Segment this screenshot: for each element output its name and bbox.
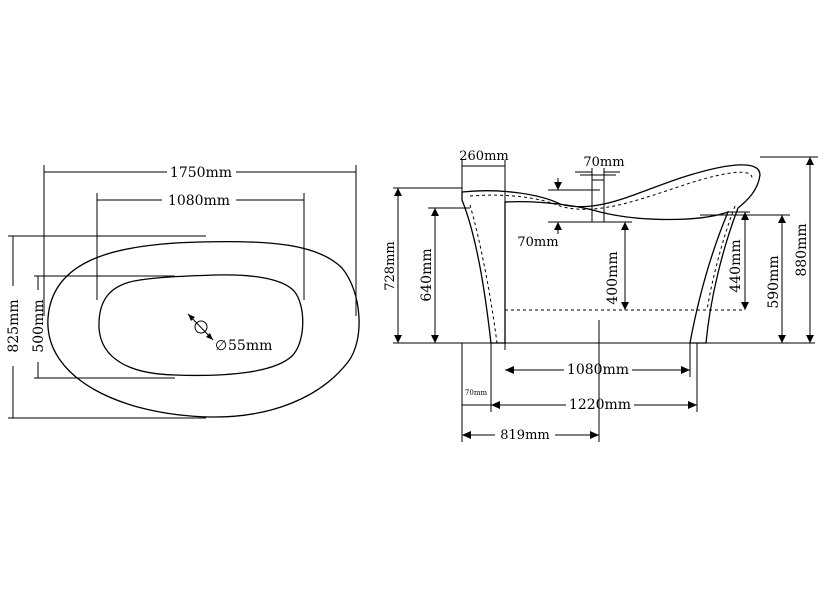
- tub-inner-basin: [98, 274, 304, 377]
- tub-side-profile: [461, 164, 761, 344]
- drain-label: 55mm: [228, 338, 272, 354]
- inner-length-label: 1080mm: [168, 193, 230, 209]
- back-wall-dashed: [706, 205, 736, 311]
- faucet-width-label: 70mm: [583, 155, 624, 170]
- overall-length-label: 1750mm: [170, 165, 232, 181]
- rim-inner-dashed: [469, 171, 753, 210]
- low-rim-height-label: 640mm: [419, 248, 435, 301]
- side-view: 260mm 70mm 70mm 400mm 728mm 640mm: [383, 149, 818, 443]
- inner-depth-label: 440mm: [728, 239, 744, 292]
- inner-width-label: 500mm: [31, 299, 47, 352]
- base-length-label: 1220mm: [569, 397, 631, 413]
- back-height-label: 590mm: [766, 255, 782, 308]
- faucet: [591, 179, 605, 223]
- total-height-label: 880mm: [794, 223, 810, 276]
- wall-dashed: [469, 204, 498, 344]
- overall-width-label: 825mm: [6, 299, 22, 352]
- top-view: ∅ 55mm 1750mm 1080mm 825mm 500mm: [6, 165, 360, 419]
- rim-height-label: 728mm: [383, 241, 398, 290]
- drain-offset-label: 819mm: [500, 428, 549, 443]
- drain-symbol: ∅: [215, 338, 227, 354]
- inner-base-length-label: 1080mm: [567, 362, 629, 378]
- drain-circle: [194, 320, 208, 334]
- small-offset-label: 70mm: [465, 389, 488, 397]
- rim-offset-label: 260mm: [459, 149, 508, 164]
- tub-outer-outline: [47, 240, 360, 418]
- faucet-depth-label: 70mm: [517, 235, 558, 250]
- water-depth-label: 400mm: [605, 251, 621, 304]
